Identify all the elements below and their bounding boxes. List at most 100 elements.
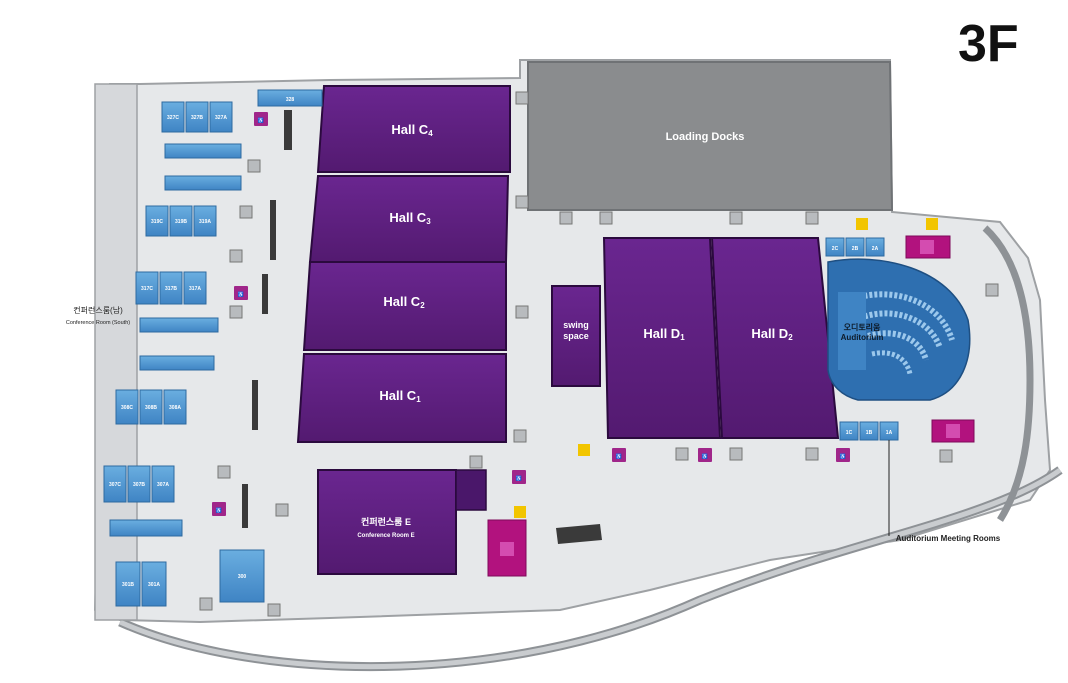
hall-d1-name: Hall D: [643, 326, 680, 341]
hall-d1-sub: 1: [680, 333, 685, 342]
svg-text:307B: 307B: [133, 482, 145, 488]
conference-room-e-label-ko: 컨퍼런스룸 E: [361, 516, 411, 527]
svg-text:300: 300: [238, 574, 247, 580]
svg-text:♿: ♿: [840, 453, 846, 460]
svg-text:317C: 317C: [141, 286, 153, 292]
svg-text:317B: 317B: [165, 286, 177, 292]
restroom-icon: ♿: [212, 502, 226, 516]
hall-d2-name: Hall D: [751, 326, 788, 341]
room-327c[interactable]: 327C: [161, 101, 185, 133]
auditorium-meeting-rooms-top: 2C 2B 2A: [825, 237, 885, 257]
svg-text:319C: 319C: [151, 219, 163, 225]
room-300[interactable]: 300: [219, 549, 265, 603]
room-2b[interactable]: 2B: [845, 237, 865, 257]
room-307a[interactable]: 307A: [151, 465, 175, 503]
svg-text:308B: 308B: [145, 405, 157, 411]
svg-text:Hall D2: Hall D2: [751, 326, 793, 342]
room-328-label: 328: [286, 97, 295, 103]
room-301a[interactable]: 301A: [141, 561, 167, 607]
svg-text:307A: 307A: [157, 482, 169, 488]
room-1a[interactable]: 1A: [879, 421, 899, 441]
elevator-icon: [856, 218, 868, 230]
hall-c1-sub: 1: [416, 395, 421, 404]
room-327b[interactable]: 327B: [185, 101, 209, 133]
hall-c2[interactable]: Hall C2: [302, 261, 507, 351]
room-319c[interactable]: 319C: [145, 205, 169, 237]
hall-c4-name: Hall C: [391, 122, 428, 137]
svg-text:♿: ♿: [216, 507, 222, 514]
conference-room-e-label-en: Conference Room E: [357, 533, 414, 539]
svg-text:319A: 319A: [199, 219, 211, 225]
hall-c3-sub: 3: [426, 217, 431, 226]
restroom-icon: ♿: [698, 448, 712, 462]
room-308a[interactable]: 308A: [163, 389, 187, 425]
svg-text:319B: 319B: [175, 219, 187, 225]
auditorium[interactable]: 오디토리움 Auditorium: [827, 258, 971, 401]
room-327a[interactable]: 327A: [209, 101, 233, 133]
room-1c-label: 1C: [846, 430, 853, 436]
room-2c[interactable]: 2C: [825, 237, 845, 257]
room-2c-label: 2C: [832, 246, 839, 252]
svg-text:308A: 308A: [169, 405, 181, 411]
room-row-305[interactable]: [109, 519, 183, 537]
hall-c4[interactable]: Hall C4: [316, 85, 511, 173]
room-row-325[interactable]: [164, 143, 242, 159]
hall-c3[interactable]: Hall C3: [308, 175, 510, 263]
conference-south-label-ko: 컨퍼런스룸(남): [73, 305, 123, 315]
elevator-icon: [514, 506, 526, 518]
hall-d1[interactable]: Hall D1: [602, 237, 722, 439]
restroom-icon: ♿: [612, 448, 626, 462]
room-319a[interactable]: 319A: [193, 205, 217, 237]
svg-text:Hall C1: Hall C1: [379, 388, 421, 404]
svg-text:Hall C4: Hall C4: [391, 122, 433, 138]
hall-c4-sub: 4: [428, 129, 433, 138]
room-2a[interactable]: 2A: [865, 237, 885, 257]
hall-c2-sub: 2: [420, 301, 425, 310]
hall-d2[interactable]: Hall D2: [710, 237, 840, 439]
room-2b-label: 2B: [852, 246, 859, 252]
svg-text:♿: ♿: [258, 117, 264, 124]
room-308c[interactable]: 308C: [115, 389, 139, 425]
restroom-block: [905, 235, 951, 259]
room-1b-label: 1B: [866, 430, 873, 436]
floor-label: 3F: [958, 15, 1019, 73]
room-row-316[interactable]: [139, 317, 219, 333]
room-1a-label: 1A: [886, 430, 893, 436]
room-307c[interactable]: 307C: [103, 465, 127, 503]
svg-text:301B: 301B: [122, 582, 134, 588]
svg-text:♿: ♿: [616, 453, 622, 460]
room-308b[interactable]: 308B: [139, 389, 163, 425]
svg-text:Hall D1: Hall D1: [643, 326, 685, 342]
room-317a[interactable]: 317A: [183, 271, 207, 305]
room-319b[interactable]: 319B: [169, 205, 193, 237]
room-row-321[interactable]: [164, 175, 242, 191]
elevator-icon: [926, 218, 938, 230]
svg-text:327B: 327B: [191, 115, 203, 121]
room-328[interactable]: 328: [257, 89, 323, 107]
swing-space-label-1: swing: [563, 320, 589, 330]
conference-south-label-en: Conference Room (South): [66, 320, 130, 326]
loading-docks: Loading Docks: [527, 61, 894, 211]
room-1c[interactable]: 1C: [839, 421, 859, 441]
room-1b[interactable]: 1B: [859, 421, 879, 441]
conference-room-e[interactable]: 컨퍼런스룸 E Conference Room E: [317, 469, 487, 575]
auditorium-meeting-rooms-label: Auditorium Meeting Rooms: [896, 534, 1001, 543]
room-317b[interactable]: 317B: [159, 271, 183, 305]
auditorium-label-ko: 오디토리움: [844, 322, 881, 332]
restroom-block: [931, 419, 975, 443]
svg-text:307C: 307C: [109, 482, 121, 488]
svg-text:327C: 327C: [167, 115, 179, 121]
svg-text:Hall C2: Hall C2: [383, 294, 425, 310]
hall-c1[interactable]: Hall C1: [296, 353, 507, 443]
restroom-icon: ♿: [836, 448, 850, 462]
svg-text:301A: 301A: [148, 582, 160, 588]
stairs-icon: [199, 91, 999, 617]
svg-text:♿: ♿: [702, 453, 708, 460]
room-row-311[interactable]: [139, 355, 215, 371]
swing-space[interactable]: swing space: [551, 285, 601, 387]
hall-c1-name: Hall C: [379, 388, 416, 403]
room-301b[interactable]: 301B: [115, 561, 141, 607]
room-307b[interactable]: 307B: [127, 465, 151, 503]
room-317c[interactable]: 317C: [135, 271, 159, 305]
